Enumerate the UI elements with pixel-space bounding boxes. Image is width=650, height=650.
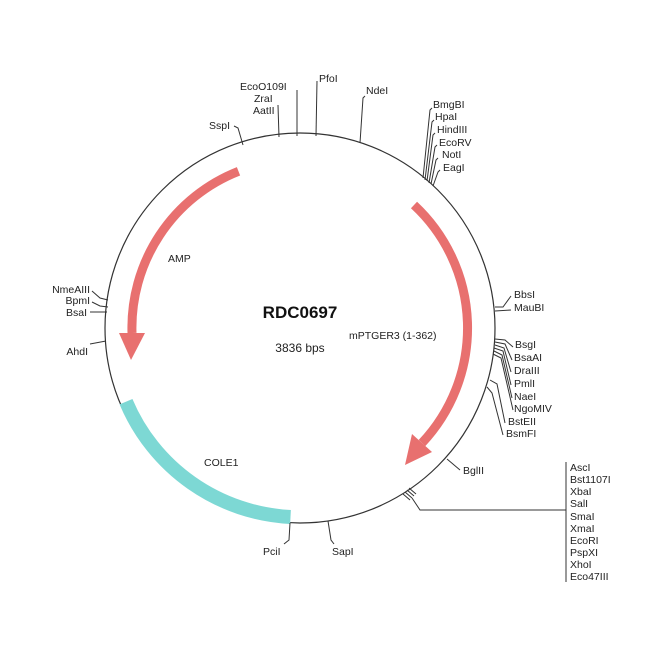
- left-sites: NmeAIII BpmI BsaI AhdI: [52, 284, 109, 358]
- site-label[interactable]: XmaI: [570, 523, 595, 535]
- mptger3-label: mPTGER3 (1-362): [349, 330, 437, 342]
- site-label[interactable]: SspI: [209, 120, 230, 132]
- site-label[interactable]: Bst1107I: [570, 474, 611, 486]
- mcs-sites: AscI Bst1107I XbaI SalI SmaI XmaI EcoRI …: [402, 462, 611, 583]
- bottom-sites: PciI SapI: [263, 520, 354, 558]
- site-label[interactable]: SapI: [332, 546, 354, 558]
- site-label[interactable]: NaeI: [514, 391, 536, 403]
- plasmid-size: 3836 bps: [275, 341, 324, 355]
- cole1-feature[interactable]: [119, 398, 291, 524]
- site-label[interactable]: NgoMIV: [514, 403, 552, 415]
- site-label[interactable]: HindIII: [437, 124, 467, 136]
- site-label[interactable]: AscI: [570, 462, 590, 474]
- site-label[interactable]: Eco47III: [570, 571, 609, 583]
- site-label[interactable]: BstEII: [508, 416, 536, 428]
- site-label[interactable]: AhdI: [66, 346, 88, 358]
- site-label[interactable]: AatII: [253, 105, 275, 117]
- amp-feature[interactable]: [119, 167, 241, 360]
- site-label[interactable]: EagI: [443, 162, 465, 174]
- site-label[interactable]: EcoO109I: [240, 81, 287, 93]
- site-label[interactable]: PfoI: [319, 73, 338, 85]
- site-label[interactable]: NmeAIII: [52, 284, 90, 296]
- cole1-label: COLE1: [204, 457, 239, 469]
- site-label[interactable]: BmgBI: [433, 99, 465, 111]
- site-label[interactable]: BsaI: [66, 307, 87, 319]
- site-label[interactable]: NdeI: [366, 85, 388, 97]
- site-label[interactable]: ZraI: [254, 93, 273, 105]
- site-label[interactable]: BsmFI: [506, 428, 536, 440]
- site-label[interactable]: BbsI: [514, 289, 535, 301]
- site-label[interactable]: EcoRV: [439, 137, 472, 149]
- upper-right-sites: BmgBI HpaI HindIII EcoRV NotI EagI: [422, 99, 472, 187]
- mptger3-feature[interactable]: [405, 201, 473, 465]
- site-label[interactable]: XbaI: [570, 486, 592, 498]
- site-label[interactable]: BpmI: [65, 295, 90, 307]
- site-label[interactable]: EcoRI: [570, 535, 599, 547]
- site-label[interactable]: XhoI: [570, 559, 592, 571]
- right-sites: BbsI MauBI BsgI BsaAI DraIII PmlI NaeI N…: [446, 289, 552, 477]
- site-label[interactable]: PspXI: [570, 547, 598, 559]
- site-label[interactable]: HpaI: [435, 111, 457, 123]
- site-label[interactable]: MauBI: [514, 302, 544, 314]
- amp-label: AMP: [168, 253, 191, 265]
- site-label[interactable]: BglII: [463, 465, 484, 477]
- plasmid-backbone: [104, 132, 496, 524]
- site-label[interactable]: BsaAI: [514, 352, 542, 364]
- site-label[interactable]: PmlI: [514, 378, 535, 390]
- site-label[interactable]: NotI: [442, 149, 461, 161]
- plasmid-name: RDC0697: [263, 303, 338, 322]
- site-label[interactable]: SalI: [570, 498, 588, 510]
- site-label[interactable]: PciI: [263, 546, 281, 558]
- site-label[interactable]: BsgI: [515, 339, 536, 351]
- site-label[interactable]: DraIII: [514, 365, 540, 377]
- site-label[interactable]: SmaI: [570, 511, 595, 523]
- top-sites: SspI EcoO109I ZraI AatII PfoI NdeI: [209, 73, 388, 146]
